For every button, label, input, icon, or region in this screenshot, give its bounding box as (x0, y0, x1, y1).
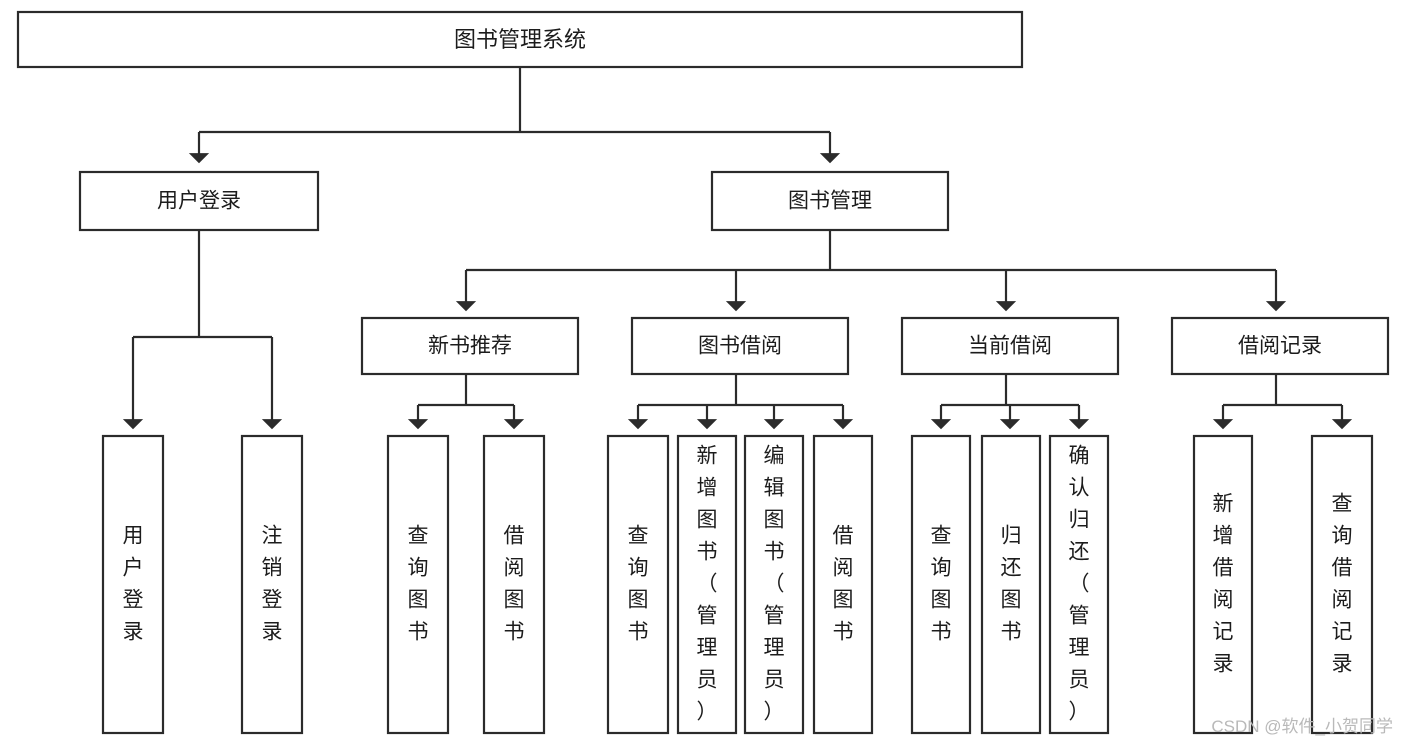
leaf-node-label: 新增图书（管理员） (697, 444, 718, 723)
leaf-node[interactable]: 归还图书 (980, 434, 1042, 735)
leaf-node[interactable]: 查询图书 (606, 434, 670, 735)
node-new-book-recommend-box[interactable] (360, 316, 580, 376)
leaf-node-label: 归还图书 (1001, 524, 1022, 643)
leaf-node[interactable]: 查询图书 (910, 434, 972, 735)
leaf-node[interactable]: 用户登录 (101, 434, 165, 735)
node-book-management[interactable]: 图书管理 (710, 170, 950, 232)
node-current-borrow-label: 当前借阅 (968, 335, 1052, 358)
node-root-label: 图书管理系统 (454, 27, 586, 52)
node-current-borrow-box[interactable] (900, 316, 1120, 376)
connector-group (122, 67, 1353, 430)
leaf-node[interactable]: 新增图书（管理员） (676, 434, 738, 735)
leaf-node[interactable]: 注销登录 (240, 434, 304, 735)
leaf-node-box[interactable] (386, 434, 450, 735)
node-borrow-record-box[interactable] (1170, 316, 1390, 376)
node-book-management-label: 图书管理 (788, 190, 872, 213)
leaf-node-label: 用户登录 (123, 524, 144, 643)
leaf-node-box[interactable] (1192, 434, 1254, 735)
leaf-node-label: 查询借阅记录 (1332, 492, 1353, 675)
leaf-node-label: 新增借阅记录 (1213, 492, 1234, 675)
leaf-node-box[interactable] (482, 434, 546, 735)
node-book-borrow[interactable]: 图书借阅 (630, 316, 850, 376)
leaf-node-box[interactable] (676, 434, 738, 735)
node-borrow-record-label: 借阅记录 (1238, 335, 1322, 358)
leaf-node-label: 借阅图书 (504, 524, 525, 643)
leaf-node-box[interactable] (910, 434, 972, 735)
node-root-box[interactable] (16, 10, 1024, 69)
leaf-node-label: 查询图书 (628, 524, 649, 643)
node-borrow-record[interactable]: 借阅记录 (1170, 316, 1390, 376)
leaf-node-label: 查询图书 (408, 524, 429, 643)
leaf-node-box[interactable] (606, 434, 670, 735)
node-user-login-box[interactable] (78, 170, 320, 232)
leaf-node-box[interactable] (743, 434, 805, 735)
leaf-node-box[interactable] (1310, 434, 1374, 735)
leaf-node-box[interactable] (980, 434, 1042, 735)
node-user-login[interactable]: 用户登录 (78, 170, 320, 232)
node-book-borrow-label: 图书借阅 (698, 335, 782, 358)
leaf-node-label: 借阅图书 (833, 524, 854, 643)
leaf-node[interactable]: 新增借阅记录 (1192, 434, 1254, 735)
leaf-node-box[interactable] (1048, 434, 1110, 735)
leaf-node[interactable]: 查询借阅记录 (1310, 434, 1374, 735)
node-book-management-box[interactable] (710, 170, 950, 232)
node-new-book-recommend-label: 新书推荐 (428, 335, 512, 358)
leaf-node[interactable]: 借阅图书 (812, 434, 874, 735)
leaf-node[interactable]: 编辑图书（管理员） (743, 434, 805, 735)
csdn-watermark: CSDN @软件_小贺同学 (1211, 717, 1393, 736)
node-user-login-label: 用户登录 (157, 190, 241, 213)
leaf-node-label: 编辑图书（管理员） (764, 444, 785, 723)
leaf-node-box[interactable] (101, 434, 165, 735)
node-current-borrow[interactable]: 当前借阅 (900, 316, 1120, 376)
leaf-node-label: 确认归还（管理员） (1069, 444, 1090, 723)
leaf-node[interactable]: 借阅图书 (482, 434, 546, 735)
node-root[interactable]: 图书管理系统 (16, 10, 1024, 69)
leaf-node-label: 查询图书 (931, 524, 952, 643)
node-new-book-recommend[interactable]: 新书推荐 (360, 316, 580, 376)
leaf-node-box[interactable] (812, 434, 874, 735)
leaf-node[interactable]: 查询图书 (386, 434, 450, 735)
leaf-node[interactable]: 确认归还（管理员） (1048, 434, 1110, 735)
leaf-node-box[interactable] (240, 434, 304, 735)
leaf-node-label: 注销登录 (262, 524, 283, 643)
node-book-borrow-box[interactable] (630, 316, 850, 376)
leaf-node-layer: 用户登录 注销登录 查询图书 借阅图书 查询图书 新增图书（管理员） 编辑图书（管理员） 借阅… (101, 434, 1374, 735)
